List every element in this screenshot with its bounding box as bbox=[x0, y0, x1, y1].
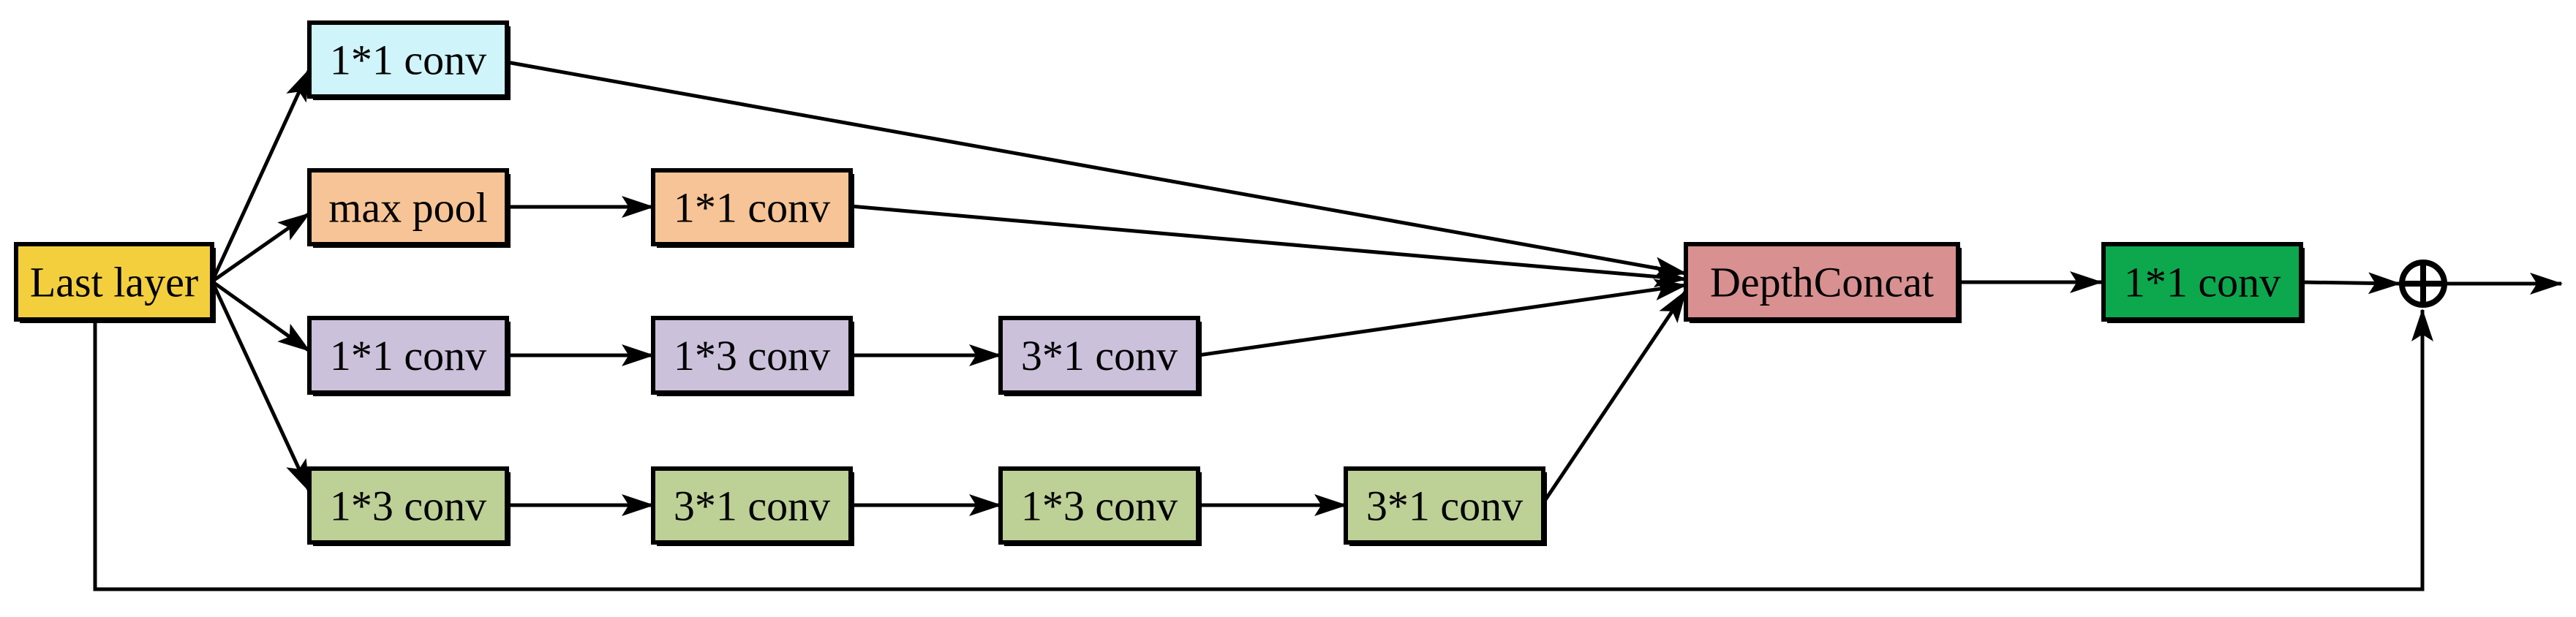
node-output-conv1x1: 1*1 conv bbox=[2101, 242, 2305, 323]
node-branch4-conv3x1b: 3*1 conv bbox=[1344, 466, 1547, 546]
node-output-conv1x1-label: 1*1 conv bbox=[2124, 259, 2281, 306]
edge-branch1-to-concat bbox=[506, 60, 1687, 279]
node-branch3-conv3x1-box bbox=[998, 316, 1200, 395]
edge-conv-to-sum bbox=[2300, 272, 2401, 295]
node-branch3-conv3x1-label: 3*1 conv bbox=[1021, 332, 1178, 379]
node-branch3-conv1x3-box bbox=[651, 316, 853, 395]
node-branch3-conv1x3-label: 1*3 conv bbox=[674, 332, 830, 379]
node-branch2-maxpool-label: max pool bbox=[328, 184, 487, 232]
node-branch4-conv3x1a-box bbox=[651, 466, 853, 545]
node-last-layer-box bbox=[14, 242, 214, 322]
node-branch2-conv1x1-box bbox=[651, 168, 853, 246]
node-branch4-conv3x1a: 3*1 conv bbox=[651, 466, 854, 546]
edge-branch4-to-concat bbox=[1541, 289, 1688, 504]
edge-last-to-branch2 bbox=[211, 211, 311, 284]
edges-layer bbox=[93, 60, 2563, 591]
node-branch4-conv1x3b: 1*3 conv bbox=[998, 466, 1202, 546]
edge-skip-connection bbox=[93, 308, 2433, 591]
node-depth-concat-box bbox=[1684, 242, 1960, 322]
nodes-layer: Last layer 1*1 conv max pool 1*1 conv 1*1 co… bbox=[14, 20, 2305, 546]
node-branch4-conv3x1a-label: 3*1 conv bbox=[674, 482, 830, 530]
node-branch4-conv1x3b-label: 1*3 conv bbox=[1021, 482, 1178, 530]
edge-last-to-branch3 bbox=[211, 279, 311, 353]
node-last-layer: Last layer bbox=[14, 242, 216, 323]
edge-last-to-branch4 bbox=[210, 280, 312, 493]
node-branch3-conv1x1-label: 1*1 conv bbox=[330, 332, 486, 379]
edge-branch2-to-concat bbox=[850, 204, 1687, 288]
node-branch2-conv1x1-label: 1*1 conv bbox=[674, 184, 830, 232]
node-branch2-maxpool: max pool bbox=[307, 168, 511, 248]
edge-branch3-to-concat bbox=[1197, 279, 1687, 357]
node-branch3-conv3x1: 3*1 conv bbox=[998, 316, 1202, 396]
node-branch3-conv1x1: 1*1 conv bbox=[307, 316, 511, 396]
node-branch4-conv1x3a-box bbox=[307, 466, 509, 545]
node-last-layer-label: Last layer bbox=[30, 259, 198, 306]
node-depth-concat-label: DepthConcat bbox=[1710, 259, 1934, 306]
elementwise-sum-icon bbox=[2399, 260, 2447, 308]
node-branch4-conv3x1b-label: 3*1 conv bbox=[1366, 482, 1523, 530]
node-branch4-conv3x1b-box bbox=[1344, 466, 1545, 545]
node-branch3-conv1x1-box bbox=[307, 316, 509, 395]
node-branch3-conv1x3: 1*3 conv bbox=[651, 316, 854, 396]
node-branch2-conv1x1: 1*1 conv bbox=[651, 168, 854, 248]
node-branch1-conv1x1-label: 1*1 conv bbox=[330, 37, 486, 84]
node-branch1-conv1x1-box bbox=[307, 20, 509, 99]
node-branch1-conv1x1: 1*1 conv bbox=[307, 20, 511, 100]
node-branch4-conv1x3a-label: 1*3 conv bbox=[330, 482, 486, 530]
edge-last-to-branch1 bbox=[210, 68, 312, 283]
node-depth-concat: DepthConcat bbox=[1684, 242, 1962, 323]
node-branch2-maxpool-box bbox=[307, 168, 509, 246]
node-output-conv1x1-box bbox=[2101, 242, 2303, 322]
node-branch4-conv1x3b-box bbox=[998, 466, 1200, 545]
node-branch4-conv1x3a: 1*3 conv bbox=[307, 466, 511, 546]
